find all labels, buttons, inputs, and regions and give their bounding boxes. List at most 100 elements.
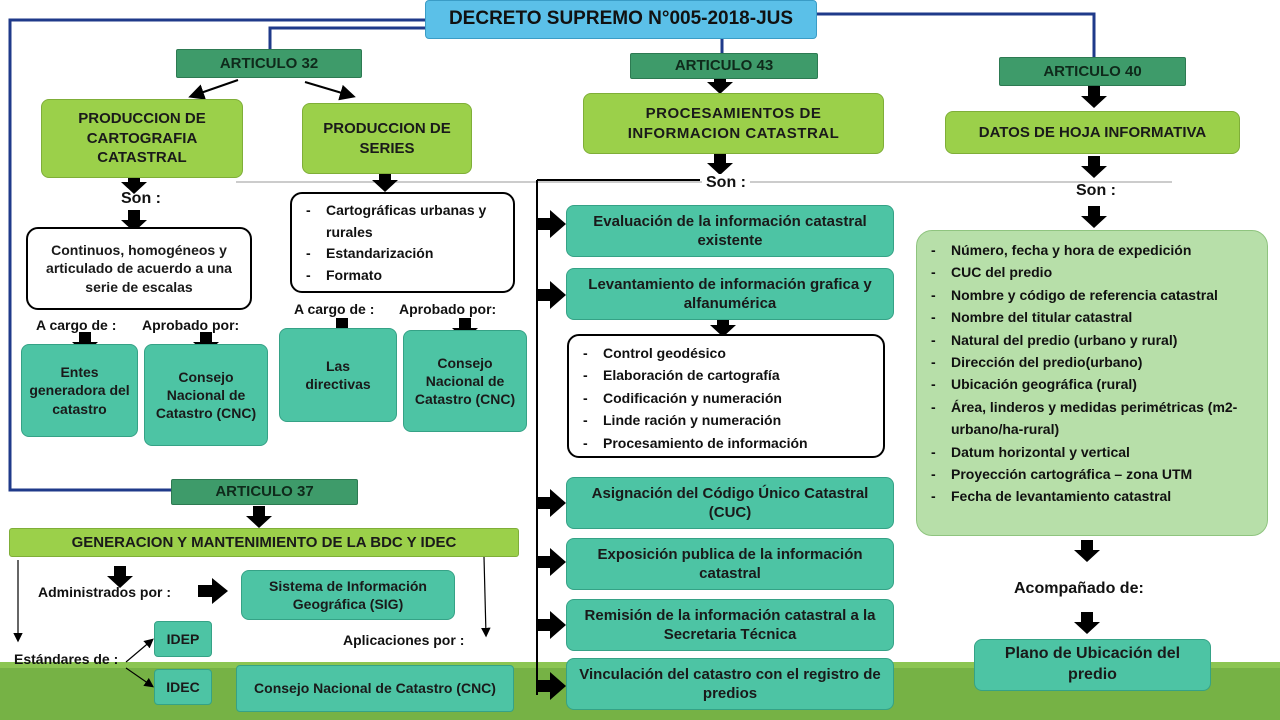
art43-box-label: PROCESAMIENTOS DE INFORMACION CATASTRAL (627, 105, 840, 142)
art40-box: DATOS DE HOJA INFORMATIVA (945, 111, 1240, 154)
list-item: Fecha de levantamiento catastral (921, 485, 1261, 508)
arrow-down (1081, 206, 1107, 228)
art32-desc-text: Continuos, homogéneos y articulado de ac… (46, 242, 232, 295)
art43-item-0: Evaluación de la información catastral e… (566, 205, 894, 257)
arrow-down (121, 172, 147, 194)
art37-cnc-label: Consejo Nacional de Catastro (CNC) (254, 680, 496, 697)
art37-idep-box: IDEP (154, 621, 212, 657)
arrow-32-right (304, 81, 356, 101)
art43-item-5: Vinculación del catastro con el registro… (566, 658, 894, 710)
art32-son-label: Son : (121, 190, 161, 207)
art32-consejo-right-box: Consejo Nacional de Catastro (CNC) (403, 330, 527, 432)
art43-item-label: Exposición publica de la información cat… (597, 545, 863, 583)
list-item: Nombre del titular catastral (921, 306, 1261, 329)
art40-plano-box: Plano de Ubicación del predio (974, 639, 1211, 691)
list-item: Control geodésico (573, 342, 879, 365)
list-item: Procesamiento de información (573, 432, 879, 455)
arrow-idec (125, 667, 154, 688)
arrow-down (707, 72, 733, 94)
art43-item-1: Levantamiento de información grafica y a… (566, 268, 894, 320)
arrow-down (107, 566, 133, 588)
arrow-idep (125, 638, 154, 663)
art37-aplicaciones-label: Aplicaciones por : (343, 632, 465, 648)
art37-estandares-label: Estándares de : (14, 651, 119, 667)
arrow-right (538, 210, 566, 238)
arrow-down (710, 315, 736, 337)
art43-item-4: Remisión de la información catastral a l… (566, 599, 894, 651)
art32-desc-box: Continuos, homogéneos y articulado de ac… (26, 227, 252, 310)
art32-consejo-left-label: Consejo Nacional de Catastro (CNC) (155, 368, 257, 422)
list-item: Estandarización (296, 243, 509, 265)
title-box: DECRETO SUPREMO N°005-2018-JUS (425, 0, 817, 39)
art43-box: PROCESAMIENTOS DE INFORMACION CATASTRAL (583, 93, 884, 154)
arrow-right (538, 611, 566, 639)
list-item: Datum horizontal y vertical (921, 441, 1261, 464)
art37-cnc-box: Consejo Nacional de Catastro (CNC) (236, 665, 514, 712)
line-title-to-art37 (8, 18, 428, 492)
list-item: Linde ración y numeración (573, 409, 879, 432)
art32-cartografia-box: PRODUCCION DE CARTOGRAFIA CATASTRAL (41, 99, 243, 178)
art37-sig-box: Sistema de Información Geográfica (SIG) (241, 570, 455, 620)
art40-list: Número, fecha y hora de expedición CUC d… (916, 230, 1268, 536)
arrow-right (198, 578, 228, 604)
art37-header: ARTICULO 37 (171, 479, 358, 505)
art32-series-label: PRODUCCION DE SERIES (323, 120, 451, 157)
list-item: Proyección cartográfica – zona UTM (921, 463, 1261, 486)
art43-sub-list: Control geodésico Elaboración de cartogr… (567, 334, 885, 458)
line-title-to-art40 (816, 12, 1096, 57)
art40-header: ARTICULO 40 (999, 57, 1186, 86)
arrow-down (707, 153, 733, 175)
art43-item-label: Vinculación del catastro con el registro… (579, 665, 881, 703)
art43-son-label: Son : (702, 174, 750, 192)
line-title-to-art32 (268, 26, 428, 50)
arrow-down (372, 170, 398, 192)
arrow-down (246, 506, 272, 528)
art37-idep-label: IDEP (166, 630, 200, 647)
arrow-down (1081, 156, 1107, 178)
art32-aprobado-right: Aprobado por: (399, 301, 497, 317)
list-item: Elaboración de cartografía (573, 364, 879, 387)
art43-item-2: Asignación del Código Único Catastral (C… (566, 477, 894, 529)
list-item: Dirección del predio(urbano) (921, 351, 1261, 374)
art43-item-label: Remisión de la información catastral a l… (584, 606, 876, 644)
list-item: Codificación y numeración (573, 387, 879, 410)
list-item: Número, fecha y hora de expedición (921, 239, 1261, 262)
arrow-down (72, 332, 98, 354)
arrow-down (121, 210, 147, 232)
arrow-down (193, 332, 219, 354)
arrow-right (538, 281, 566, 309)
list-item: Área, linderos y medidas perimétricas (m… (921, 396, 1261, 441)
list-item: Cartográficas urbanas y rurales (296, 200, 509, 243)
art32-directivas-box: Las directivas (279, 328, 397, 422)
arrow-down (1074, 612, 1100, 634)
list-item: CUC del predio (921, 261, 1261, 284)
art40-plano-label: Plano de Ubicación del predio (1004, 645, 1181, 683)
art32-aprobado-left: Aprobado por: (142, 317, 240, 333)
art32-consejo-left-box: Consejo Nacional de Catastro (CNC) (144, 344, 268, 446)
art32-consejo-right-label: Consejo Nacional de Catastro (CNC) (414, 354, 516, 408)
arrow-right (538, 489, 566, 517)
arrow-down (1081, 86, 1107, 108)
art43-item-label: Levantamiento de información grafica y a… (588, 275, 872, 313)
art32-a-cargo-left: A cargo de : (36, 317, 117, 333)
art40-acompanado-label: Acompañado de: (1014, 580, 1144, 597)
art40-box-label: DATOS DE HOJA INFORMATIVA (978, 123, 1207, 141)
arrow-aplicaciones (481, 556, 491, 638)
art37-box-label: GENERACION Y MANTENIMIENTO DE LA BDC Y I… (71, 533, 457, 551)
art32-header: ARTICULO 32 (176, 49, 362, 78)
art37-idec-label: IDEC (166, 678, 200, 695)
art32-directivas-label: Las directivas (305, 357, 371, 392)
art43-item-label: Evaluación de la información catastral e… (593, 212, 867, 250)
art37-sig-label: Sistema de Información Geográfica (SIG) (269, 577, 427, 612)
art32-entes-box: Entes generadora del catastro (21, 344, 138, 437)
list-item: Ubicación geográfica (rural) (921, 373, 1261, 396)
list-item: Formato (296, 265, 509, 287)
art32-series-box: PRODUCCION DE SERIES (302, 103, 472, 174)
list-item: Natural del predio (urbano y rural) (921, 329, 1261, 352)
art32-a-cargo-right: A cargo de : (294, 301, 375, 317)
art43-item-label: Asignación del Código Único Catastral (C… (591, 484, 869, 522)
list-item: Nombre y código de referencia catastral (921, 284, 1261, 307)
art37-box: GENERACION Y MANTENIMIENTO DE LA BDC Y I… (9, 528, 519, 557)
art32-entes-label: Entes generadora del catastro (29, 364, 130, 417)
